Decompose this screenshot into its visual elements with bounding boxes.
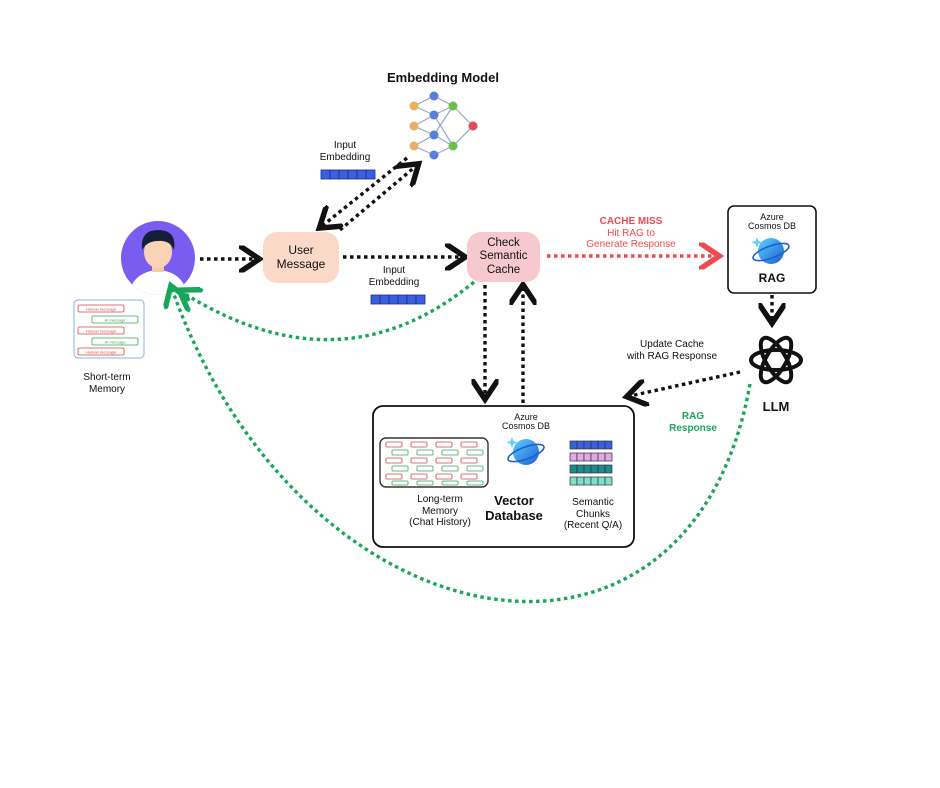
user-message-line2: Message (276, 256, 326, 271)
semantic-cache-node: Check Semantic Cache (467, 232, 540, 282)
svg-text:Human message: Human message (86, 329, 117, 334)
embedding-vector-top (320, 169, 376, 180)
embedding-model-title: Embedding Model (387, 70, 499, 85)
svg-text:Human message: Human message (86, 350, 117, 355)
short-term-memory-icon: Human message AI message Human message A… (73, 299, 145, 359)
semantic-cache-line1: Check (487, 237, 520, 250)
rag-label: RAG (758, 271, 786, 285)
llm-label: LLM (762, 399, 790, 414)
svg-text:AI message: AI message (103, 318, 126, 323)
cosmos-db-icon-vector (506, 437, 545, 465)
cache-miss-title: CACHE MISS (599, 216, 663, 227)
semantic-cache-line3: Cache (486, 263, 521, 276)
cosmos-db-icon-rag (751, 237, 790, 264)
arrow-llm-to-vector-db (630, 370, 741, 396)
neural-network-icon (409, 91, 478, 160)
semantic-cache-line2: Semantic (479, 250, 528, 263)
user-avatar (121, 221, 195, 295)
cache-miss-label: CACHE MISS Hit RAG to Generate Response (586, 216, 676, 250)
long-term-memory-rows (385, 441, 484, 486)
arrow-user-message-to-embedding-model (338, 166, 416, 232)
openai-icon (749, 335, 803, 385)
semantic-chunks-label: Semantic Chunks (Recent Q/A) (563, 497, 623, 531)
arrow-embedding-model-to-user-message (322, 156, 409, 226)
semantic-chunks-icon (569, 440, 613, 486)
svg-text:AI message: AI message (103, 340, 126, 345)
user-message-line1: User (288, 242, 314, 257)
long-term-memory-label: Long-term Memory (Chat History) (409, 494, 471, 528)
svg-text:Human message: Human message (86, 307, 117, 312)
user-message-node: User Message (263, 232, 339, 283)
embedding-vector-mid (370, 294, 426, 305)
arrow-cache-to-avatar (182, 280, 476, 342)
